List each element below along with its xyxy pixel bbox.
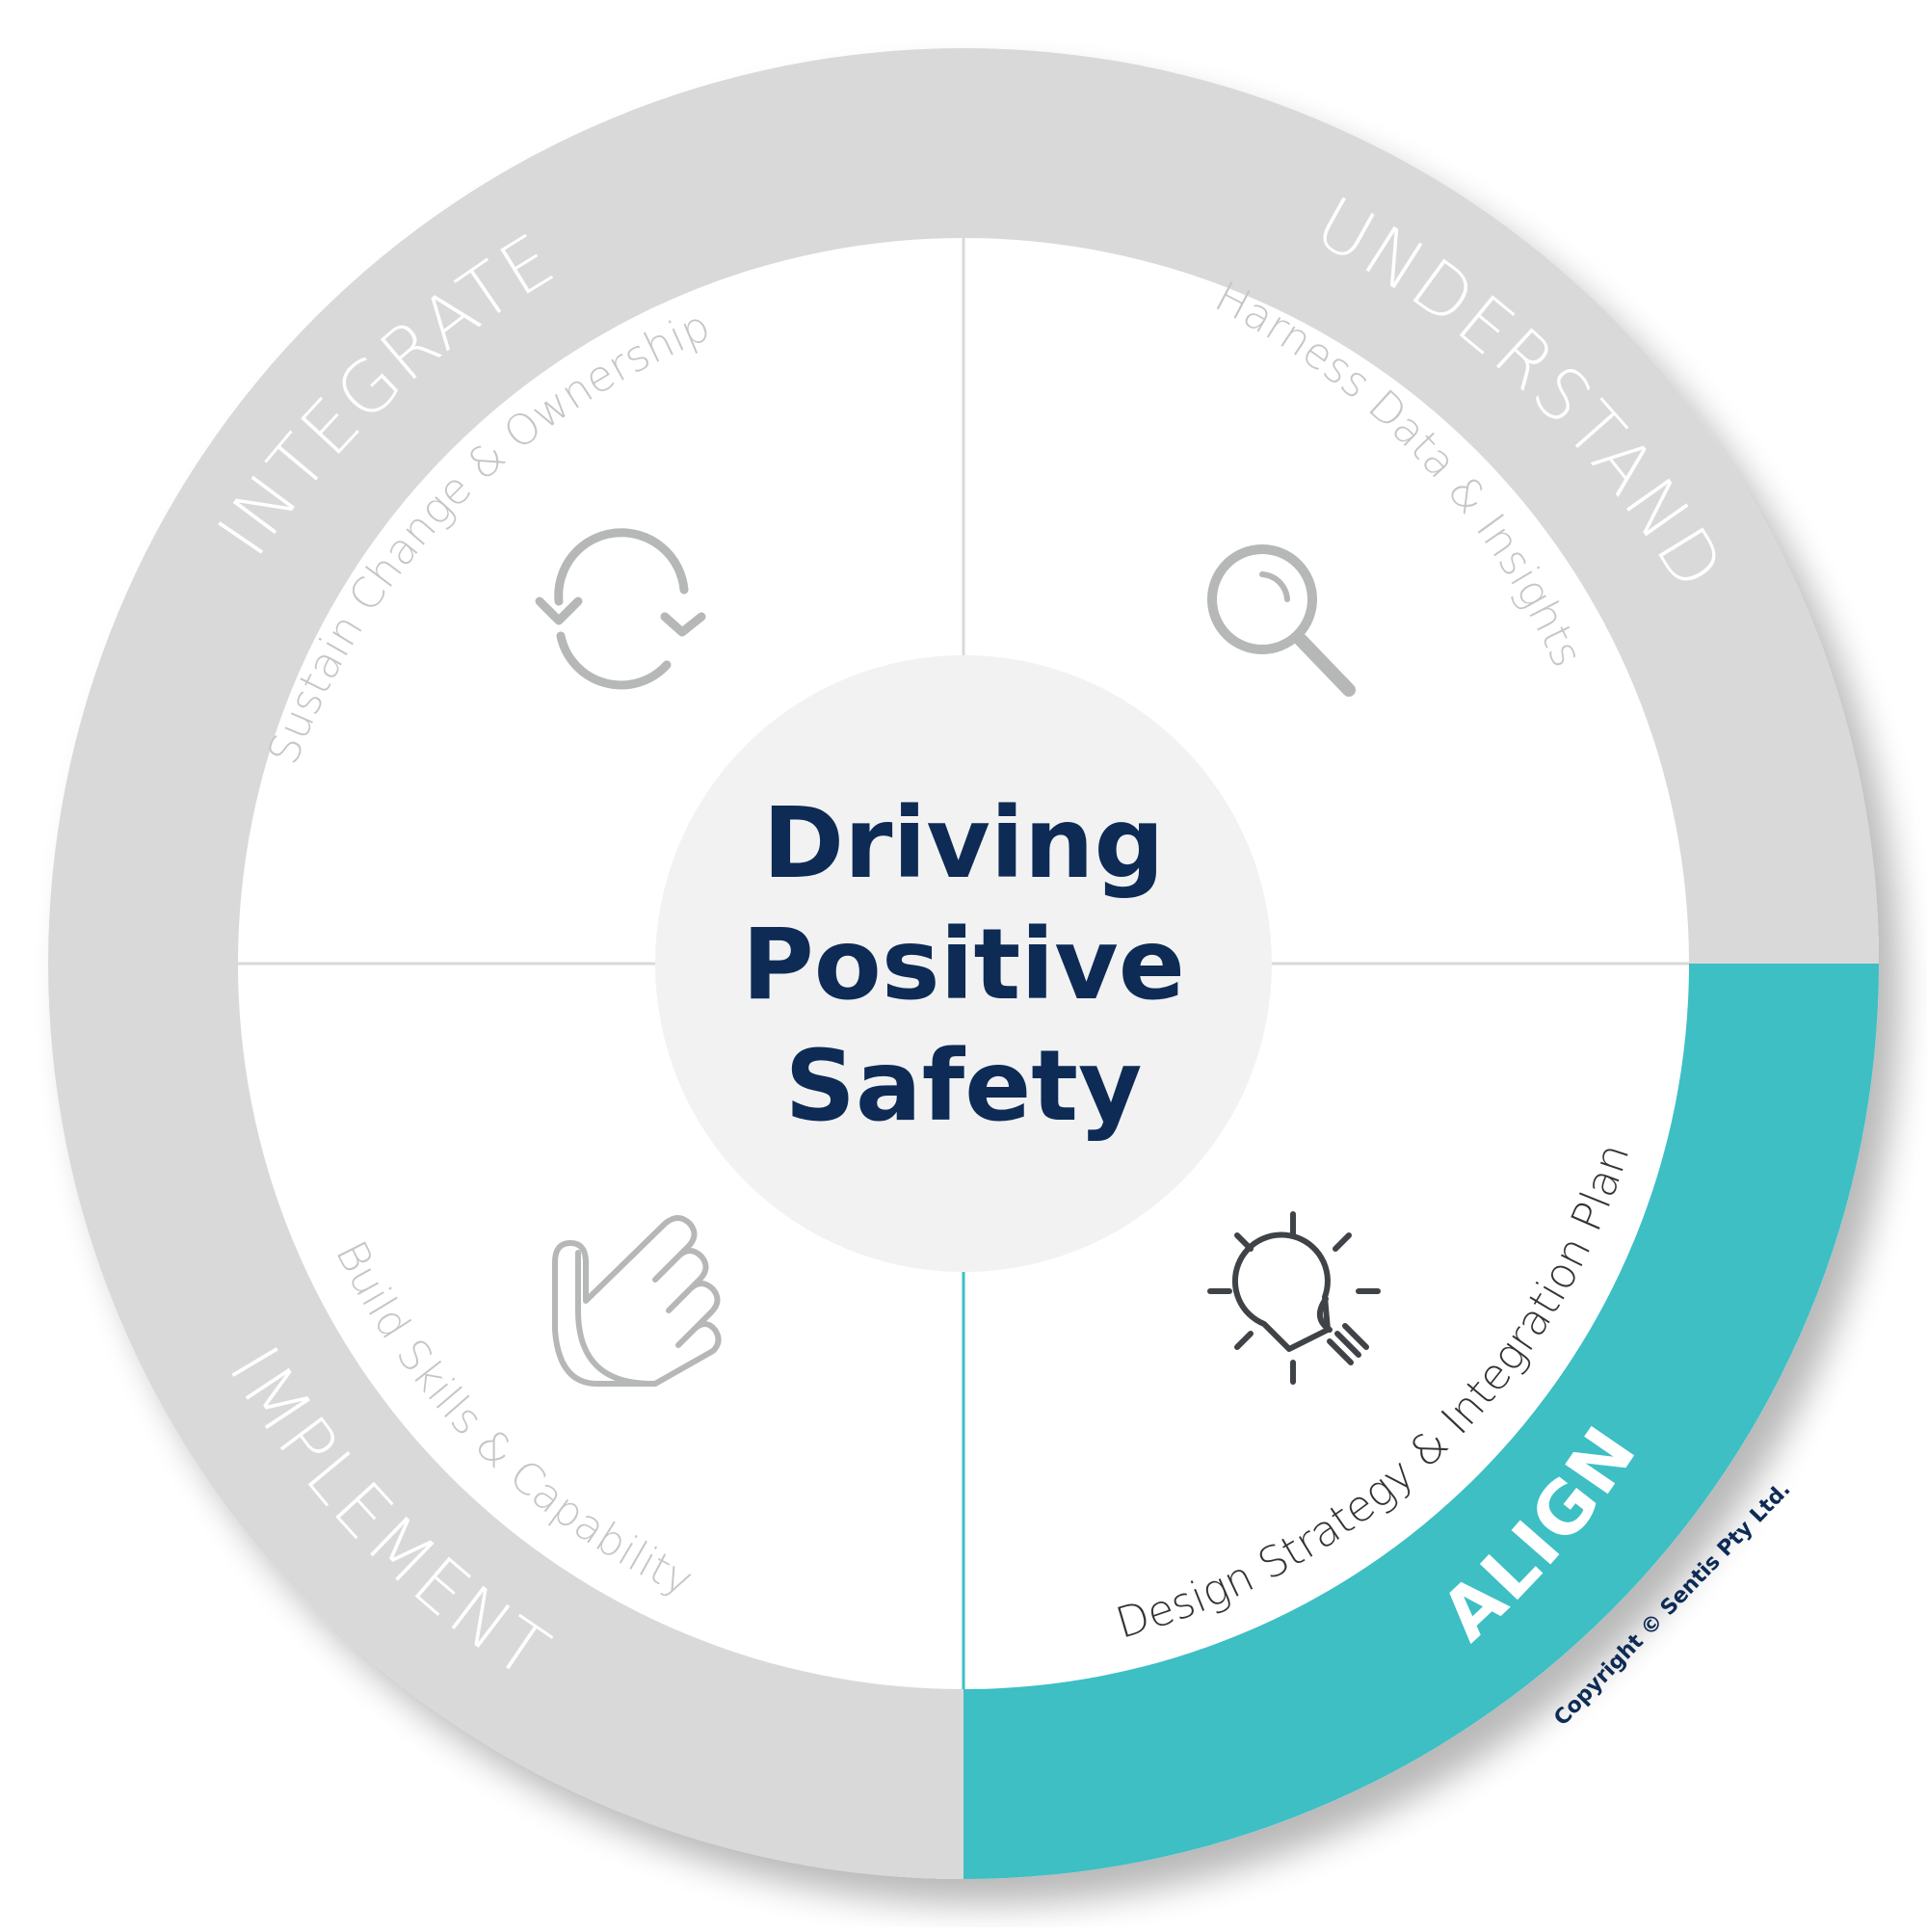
lightbulb-icon <box>1207 1211 1381 1385</box>
refresh-cycle-icon <box>535 528 706 690</box>
center-hub <box>655 655 1272 1272</box>
center-title-line-2: Positive <box>742 908 1185 1022</box>
magnifier-icon <box>1207 544 1356 697</box>
center-title-line-3: Safety <box>784 1029 1142 1144</box>
center-title-line-1: Driving <box>762 786 1164 901</box>
hand-icon <box>552 1215 722 1387</box>
